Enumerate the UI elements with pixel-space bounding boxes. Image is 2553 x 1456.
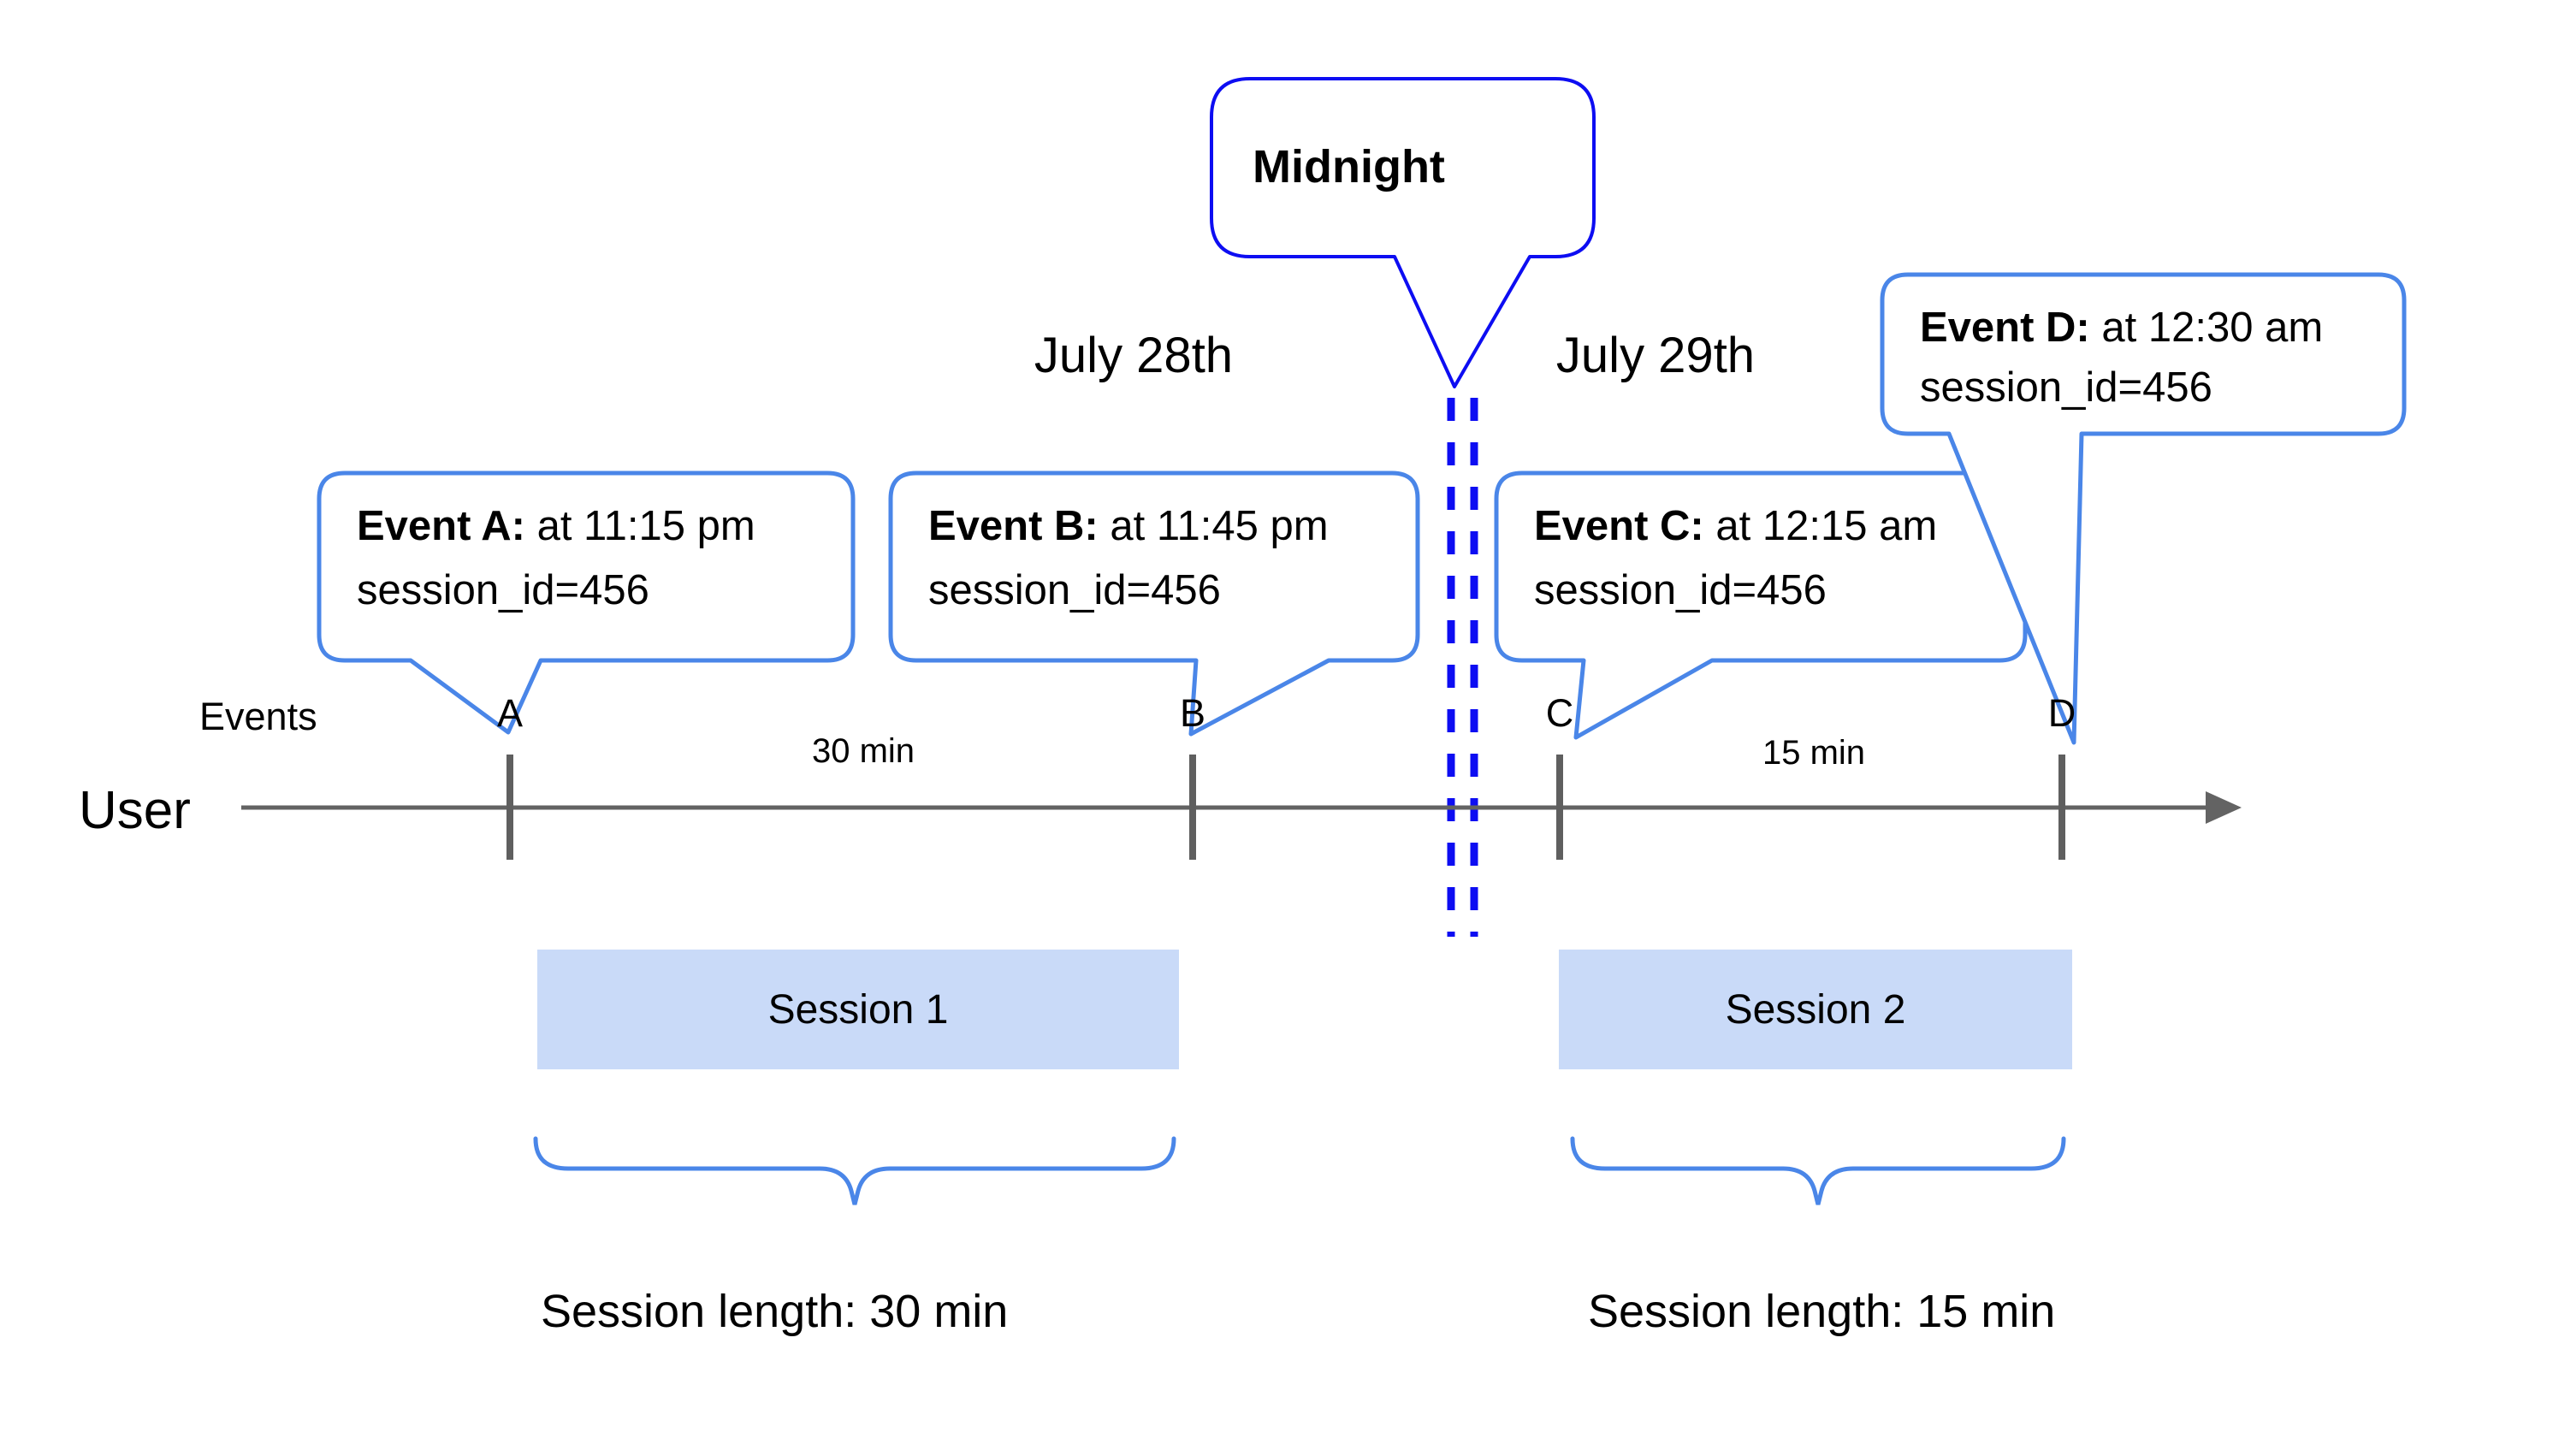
callout-bubble-b [888, 471, 1420, 737]
date-label-july-28: July 28th [1034, 328, 1234, 383]
interval-label-30-min: 30 min [811, 732, 915, 770]
session-1-length-label: Session length: 30 min [541, 1286, 1009, 1337]
callout-line-2: session_id=456 [357, 567, 649, 613]
callout-text-event-b: Event B: at 11:45 pm session_id=456 [928, 494, 1329, 623]
session-2-label: Session 2 [1725, 986, 1906, 1033]
date-label-july-29: July 29th [1555, 328, 1756, 383]
callout-line-1: Event A: at 11:15 pm [357, 503, 755, 549]
callout-text-event-a: Event A: at 11:15 pm session_id=456 [357, 494, 755, 623]
session-2-box: Session 2 [1559, 950, 2072, 1069]
session-1-box: Session 1 [537, 950, 1179, 1069]
interval-label-15-min: 15 min [1762, 734, 1866, 772]
callout-line-1: Event B: at 11:45 pm [928, 503, 1329, 549]
callout-line-2: session_id=456 [1920, 364, 2212, 411]
session-1-label: Session 1 [767, 986, 949, 1033]
tick-letter-a: A [496, 691, 523, 735]
user-axis-label: User [79, 781, 191, 840]
callout-line-1: Event D: at 12:30 am [1920, 305, 2324, 351]
callout-text-event-d: Event D: at 12:30 am session_id=456 [1920, 298, 2323, 417]
callout-line-2: session_id=456 [1534, 567, 1827, 613]
tick-letter-b: B [1179, 691, 1205, 735]
callout-line-1: Event C: at 12:15 am [1534, 503, 1938, 549]
session-2-length-label: Session length: 15 min [1588, 1286, 2056, 1337]
tick-letter-c: C [1545, 691, 1574, 735]
midnight-bubble [1210, 77, 1596, 388]
midnight-bubble-label: Midnight [1253, 141, 1445, 192]
callout-bubble-d [1880, 272, 2407, 745]
callout-text-event-c: Event C: at 12:15 am session_id=456 [1534, 494, 1937, 623]
session-1-brace [533, 1136, 1176, 1205]
callout-line-2: session_id=456 [928, 567, 1221, 613]
tick-letter-d: D [2047, 691, 2076, 735]
callout-bubble-a [317, 471, 856, 735]
timeline-arrowhead [2206, 791, 2242, 824]
session-2-brace [1570, 1136, 2066, 1205]
events-axis-label: Events [199, 695, 317, 738]
